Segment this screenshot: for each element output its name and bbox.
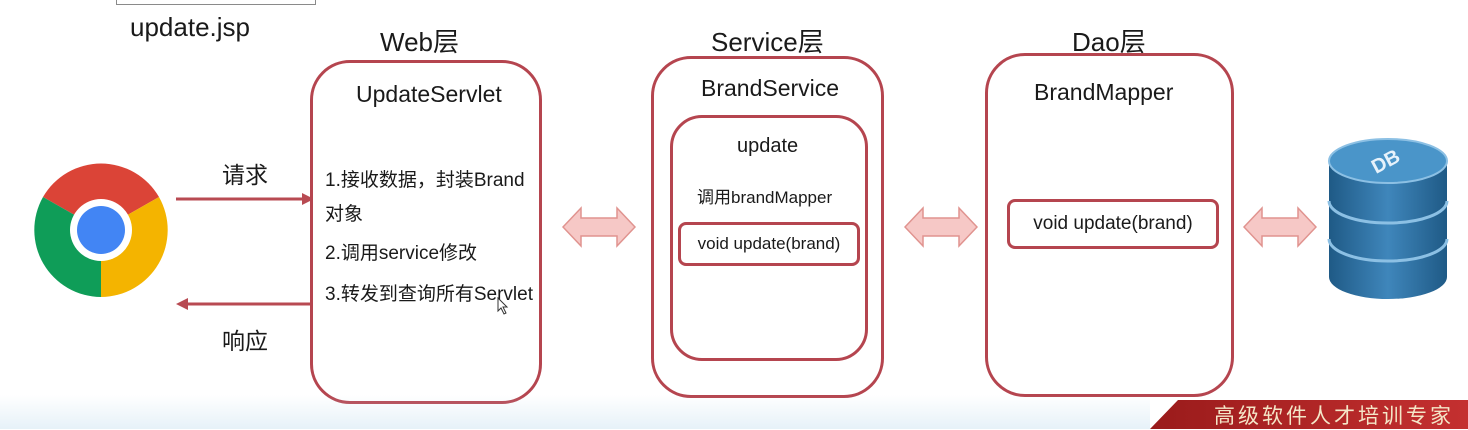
servlet-step-1-cont: 对象 (325, 204, 364, 225)
bottom-watermark (0, 395, 1150, 429)
update-servlet-title: UpdateServlet (356, 81, 502, 107)
request-label: 请求 (222, 162, 268, 188)
request-response-arrows (176, 193, 316, 310)
web-layer-title: Web层 (380, 27, 459, 57)
servlet-step-1: 1.接收数据，封装Brand (325, 170, 525, 191)
chrome-icon (34, 163, 168, 297)
mouse-cursor-icon (497, 297, 509, 315)
web-layer-box (310, 60, 542, 404)
response-label: 响应 (222, 328, 268, 354)
dao-update-signature: void update(brand) (1007, 199, 1219, 249)
service-layer-title: Service层 (711, 27, 824, 57)
servlet-step-2: 2.调用service修改 (325, 243, 478, 264)
servlet-step-3: 3.转发到查询所有Servlet (325, 284, 533, 305)
service-dao-double-arrow (904, 206, 978, 248)
update-method-title: update (737, 135, 799, 157)
dao-db-double-arrow (1243, 206, 1317, 248)
dao-layer-title: Dao层 (1072, 27, 1146, 57)
service-update-signature: void update(brand) (678, 222, 860, 266)
database-icon: DB (1327, 138, 1449, 299)
brand-mapper-title: BrandMapper (1034, 79, 1174, 105)
brand-service-title: BrandService (701, 75, 840, 101)
call-mapper-text: 调用brandMapper (697, 188, 833, 207)
top-tab-outline (116, 0, 316, 5)
web-service-double-arrow (562, 206, 636, 248)
brand-banner: 高级软件人才培训专家 (1150, 400, 1468, 429)
file-label: update.jsp (130, 12, 250, 42)
